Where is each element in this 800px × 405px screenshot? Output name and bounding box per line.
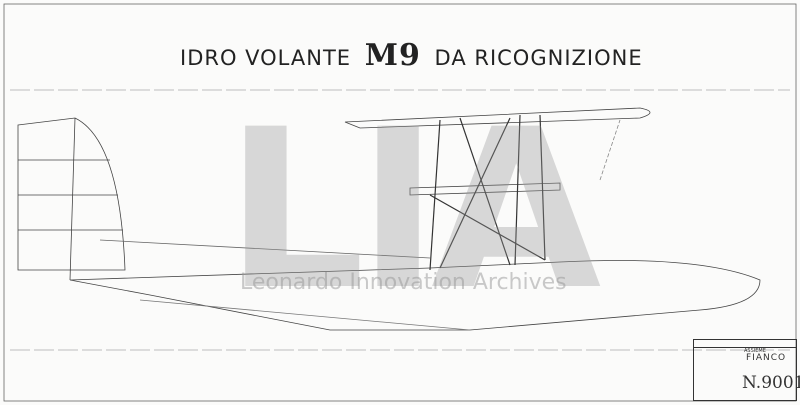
wing-struts xyxy=(429,114,546,271)
drawing-title: IDRO VOLANTE M9 DA RICOGNIZIONE xyxy=(180,38,643,73)
title-block-header xyxy=(694,340,796,348)
hull xyxy=(69,260,761,331)
upper-wing xyxy=(344,107,651,129)
assembly-label: ASSIEME xyxy=(744,348,766,354)
lower-wing xyxy=(409,182,561,196)
title-block: ASSIEME FIANCO N.9001 xyxy=(693,339,800,401)
drawing-number: N.9001 xyxy=(742,373,800,393)
watermark-logo: LIA xyxy=(225,82,601,338)
title-suffix: DA RICOGNIZIONE xyxy=(434,46,643,70)
tail-fin xyxy=(17,117,126,271)
watermark-text: Leonardo Innovation Archives xyxy=(240,270,567,295)
view-label: FIANCO xyxy=(746,353,787,363)
title-model: M9 xyxy=(364,38,421,73)
title-prefix: IDRO VOLANTE xyxy=(180,46,352,70)
